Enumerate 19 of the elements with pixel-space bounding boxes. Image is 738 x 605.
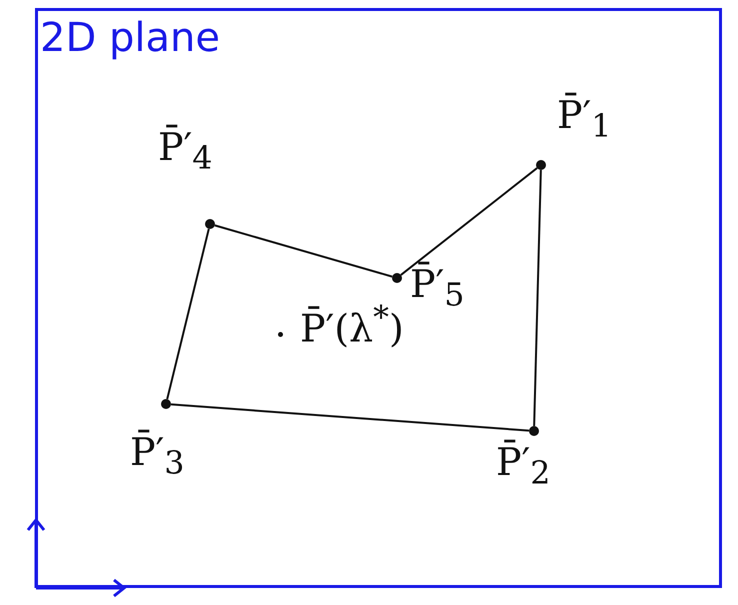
polygon-edge	[533, 170, 542, 426]
plane-title: 2D plane	[40, 15, 220, 61]
point-dot	[536, 160, 546, 170]
point-label: P̄′$_{2}$	[496, 440, 550, 492]
point-dot	[161, 399, 171, 409]
point-label: P̄′$_{4}$	[158, 125, 212, 177]
plane-frame	[35, 8, 722, 588]
polygon-edge	[166, 228, 210, 400]
point-dot	[205, 219, 215, 229]
point-label: P̄′(λ$^{*}$)	[300, 300, 404, 351]
point-label: P̄′$_{1}$	[557, 93, 612, 145]
point-dot	[278, 332, 282, 336]
polygon-edge	[214, 224, 392, 278]
point-label: P̄′$_{3}$	[130, 430, 184, 482]
point-dot	[392, 273, 402, 283]
polygon-edge	[170, 403, 530, 432]
polygon-edge	[400, 167, 538, 276]
point-label: P̄′$_{5}$	[410, 262, 464, 314]
point-dot	[529, 426, 539, 436]
